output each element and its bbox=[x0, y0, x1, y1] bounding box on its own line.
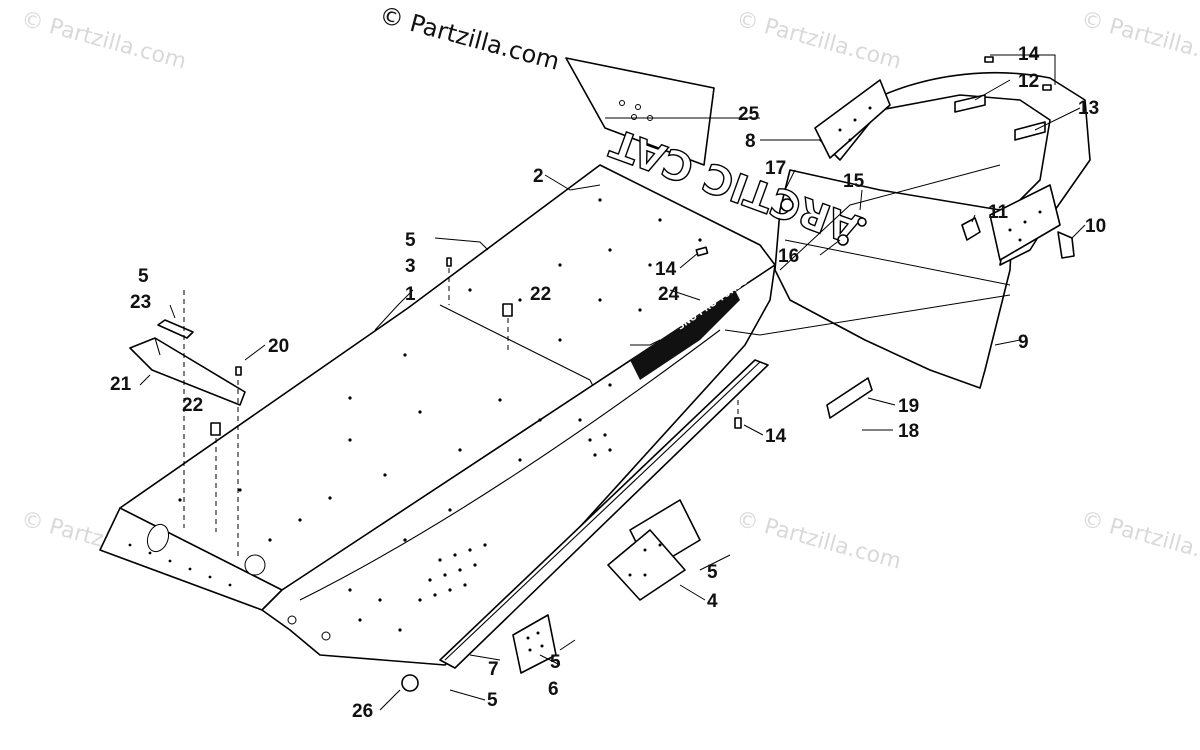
part-6-plate bbox=[512, 614, 557, 674]
part-21-bracket bbox=[129, 337, 246, 406]
part-14-screw-b bbox=[734, 417, 742, 429]
callout-5-b: 5 bbox=[405, 230, 416, 251]
callout-14-c: 14 bbox=[765, 426, 787, 447]
perforation-pattern bbox=[348, 433, 612, 632]
part-4-bracket bbox=[607, 499, 701, 601]
callout-19: 19 bbox=[898, 396, 919, 417]
part-8-bumper bbox=[814, 72, 1091, 266]
callout-12: 12 bbox=[1018, 71, 1039, 92]
part-11-nut bbox=[961, 217, 981, 241]
callout-4: 4 bbox=[707, 591, 718, 612]
watermark: © Partzilla.com bbox=[1078, 507, 1200, 575]
callout-5-d: 5 bbox=[550, 652, 561, 673]
callout-23: 23 bbox=[130, 292, 151, 313]
part-25-snowflap bbox=[565, 57, 715, 166]
callout-18: 18 bbox=[898, 421, 919, 442]
callout-8: 8 bbox=[745, 131, 756, 152]
callout-21: 21 bbox=[110, 374, 132, 395]
rivet-holes bbox=[178, 198, 702, 542]
callout-labels: 1 2 3 4 5 5 5 5 5 6 7 8 9 10 11 12 13 14… bbox=[110, 44, 1106, 722]
part-3-rivet bbox=[446, 257, 452, 267]
callout-10: 10 bbox=[1085, 216, 1106, 237]
callout-5-a: 5 bbox=[138, 266, 149, 287]
callout-14-b: 14 bbox=[655, 259, 677, 280]
part-10-bracket bbox=[1057, 231, 1075, 259]
callout-26: 26 bbox=[352, 701, 373, 722]
callout-25: 25 bbox=[738, 104, 760, 125]
callout-22-a: 22 bbox=[530, 284, 551, 305]
part-14-screw-a bbox=[695, 246, 709, 257]
callout-11: 11 bbox=[988, 202, 1009, 223]
part-19-plate bbox=[826, 377, 873, 419]
callout-17: 17 bbox=[765, 158, 786, 179]
part-17-nut bbox=[780, 198, 794, 212]
callout-9: 9 bbox=[1018, 332, 1029, 353]
callout-13: 13 bbox=[1078, 98, 1099, 119]
alignment-lines bbox=[183, 268, 739, 560]
callout-7: 7 bbox=[488, 659, 499, 680]
callout-5-e: 5 bbox=[487, 690, 498, 711]
callout-1: 1 bbox=[405, 284, 416, 305]
callout-5-c: 5 bbox=[707, 562, 718, 583]
part-22-spacer-a bbox=[502, 303, 513, 317]
part-22-spacer-b bbox=[210, 422, 221, 436]
callout-20: 20 bbox=[268, 336, 289, 357]
callout-15: 15 bbox=[843, 171, 865, 192]
part-7-rail bbox=[439, 359, 769, 669]
watermark: © Partzilla.com bbox=[733, 7, 903, 75]
watermark: © Partzilla.com bbox=[1078, 7, 1200, 75]
callout-24: 24 bbox=[658, 284, 680, 305]
callout-3: 3 bbox=[405, 256, 416, 277]
part-15-washer bbox=[857, 217, 867, 227]
part-26-plug bbox=[401, 674, 419, 692]
callout-16: 16 bbox=[778, 246, 799, 267]
callout-2: 2 bbox=[533, 166, 544, 187]
watermark: © Partzilla.com bbox=[18, 7, 188, 75]
part-16-nut bbox=[837, 234, 849, 246]
callout-22-b: 22 bbox=[182, 395, 203, 416]
part-23-strip bbox=[157, 319, 194, 339]
part-14-screw-c bbox=[984, 56, 1052, 91]
callout-6: 6 bbox=[548, 679, 559, 700]
copyright-label: © Partzilla.com bbox=[376, 1, 562, 76]
callout-14-a: 14 bbox=[1018, 44, 1040, 65]
part-13-insert bbox=[1014, 121, 1046, 141]
part-12-insert bbox=[954, 94, 986, 113]
watermark: © Partzilla.com bbox=[733, 507, 903, 575]
part-20-rivet bbox=[235, 366, 242, 376]
leader-lines bbox=[139, 54, 1086, 711]
